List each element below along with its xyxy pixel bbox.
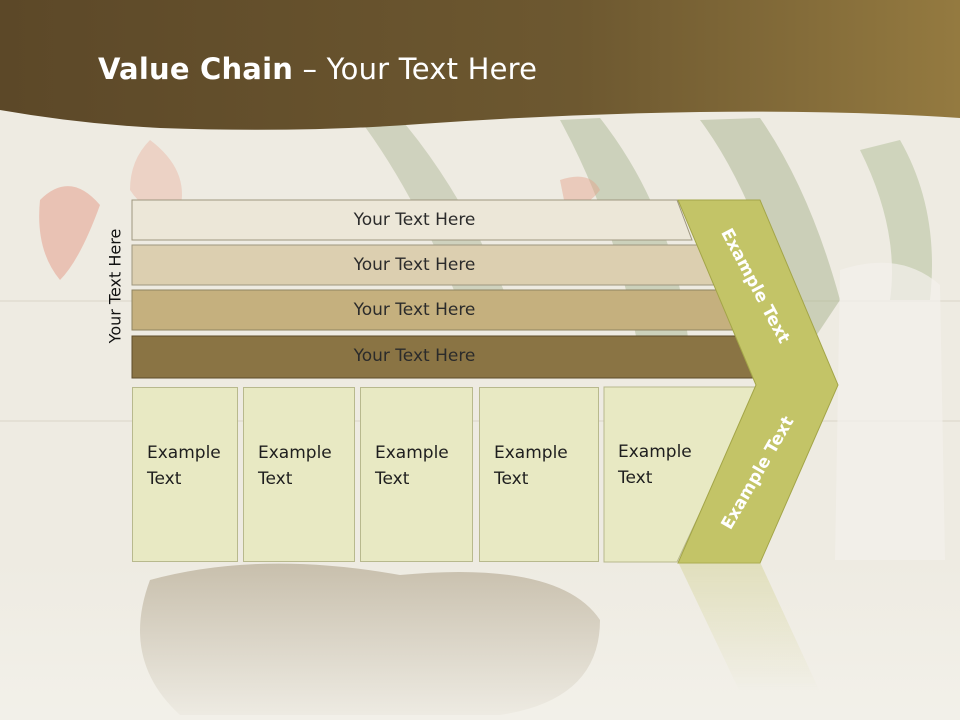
bar-1-label: Your Text Here [353, 210, 476, 230]
box-1-reflection [132, 562, 238, 692]
page-title: Value Chain – Your Text Here [98, 52, 538, 86]
box-2-reflection [243, 562, 355, 692]
chevron-reflection [678, 562, 820, 692]
bar-1-shape [131, 199, 693, 241]
box-3-reflection [360, 562, 473, 692]
bar-3-label: Your Text Here [353, 300, 476, 320]
box-5-shape [603, 386, 760, 563]
bar-2-label: Your Text Here [353, 255, 476, 275]
chevron-arrow [677, 199, 839, 564]
side-label: Your Text Here [105, 228, 125, 344]
box-4-reflection [479, 562, 599, 692]
bar-4-label: Your Text Here [353, 346, 476, 366]
